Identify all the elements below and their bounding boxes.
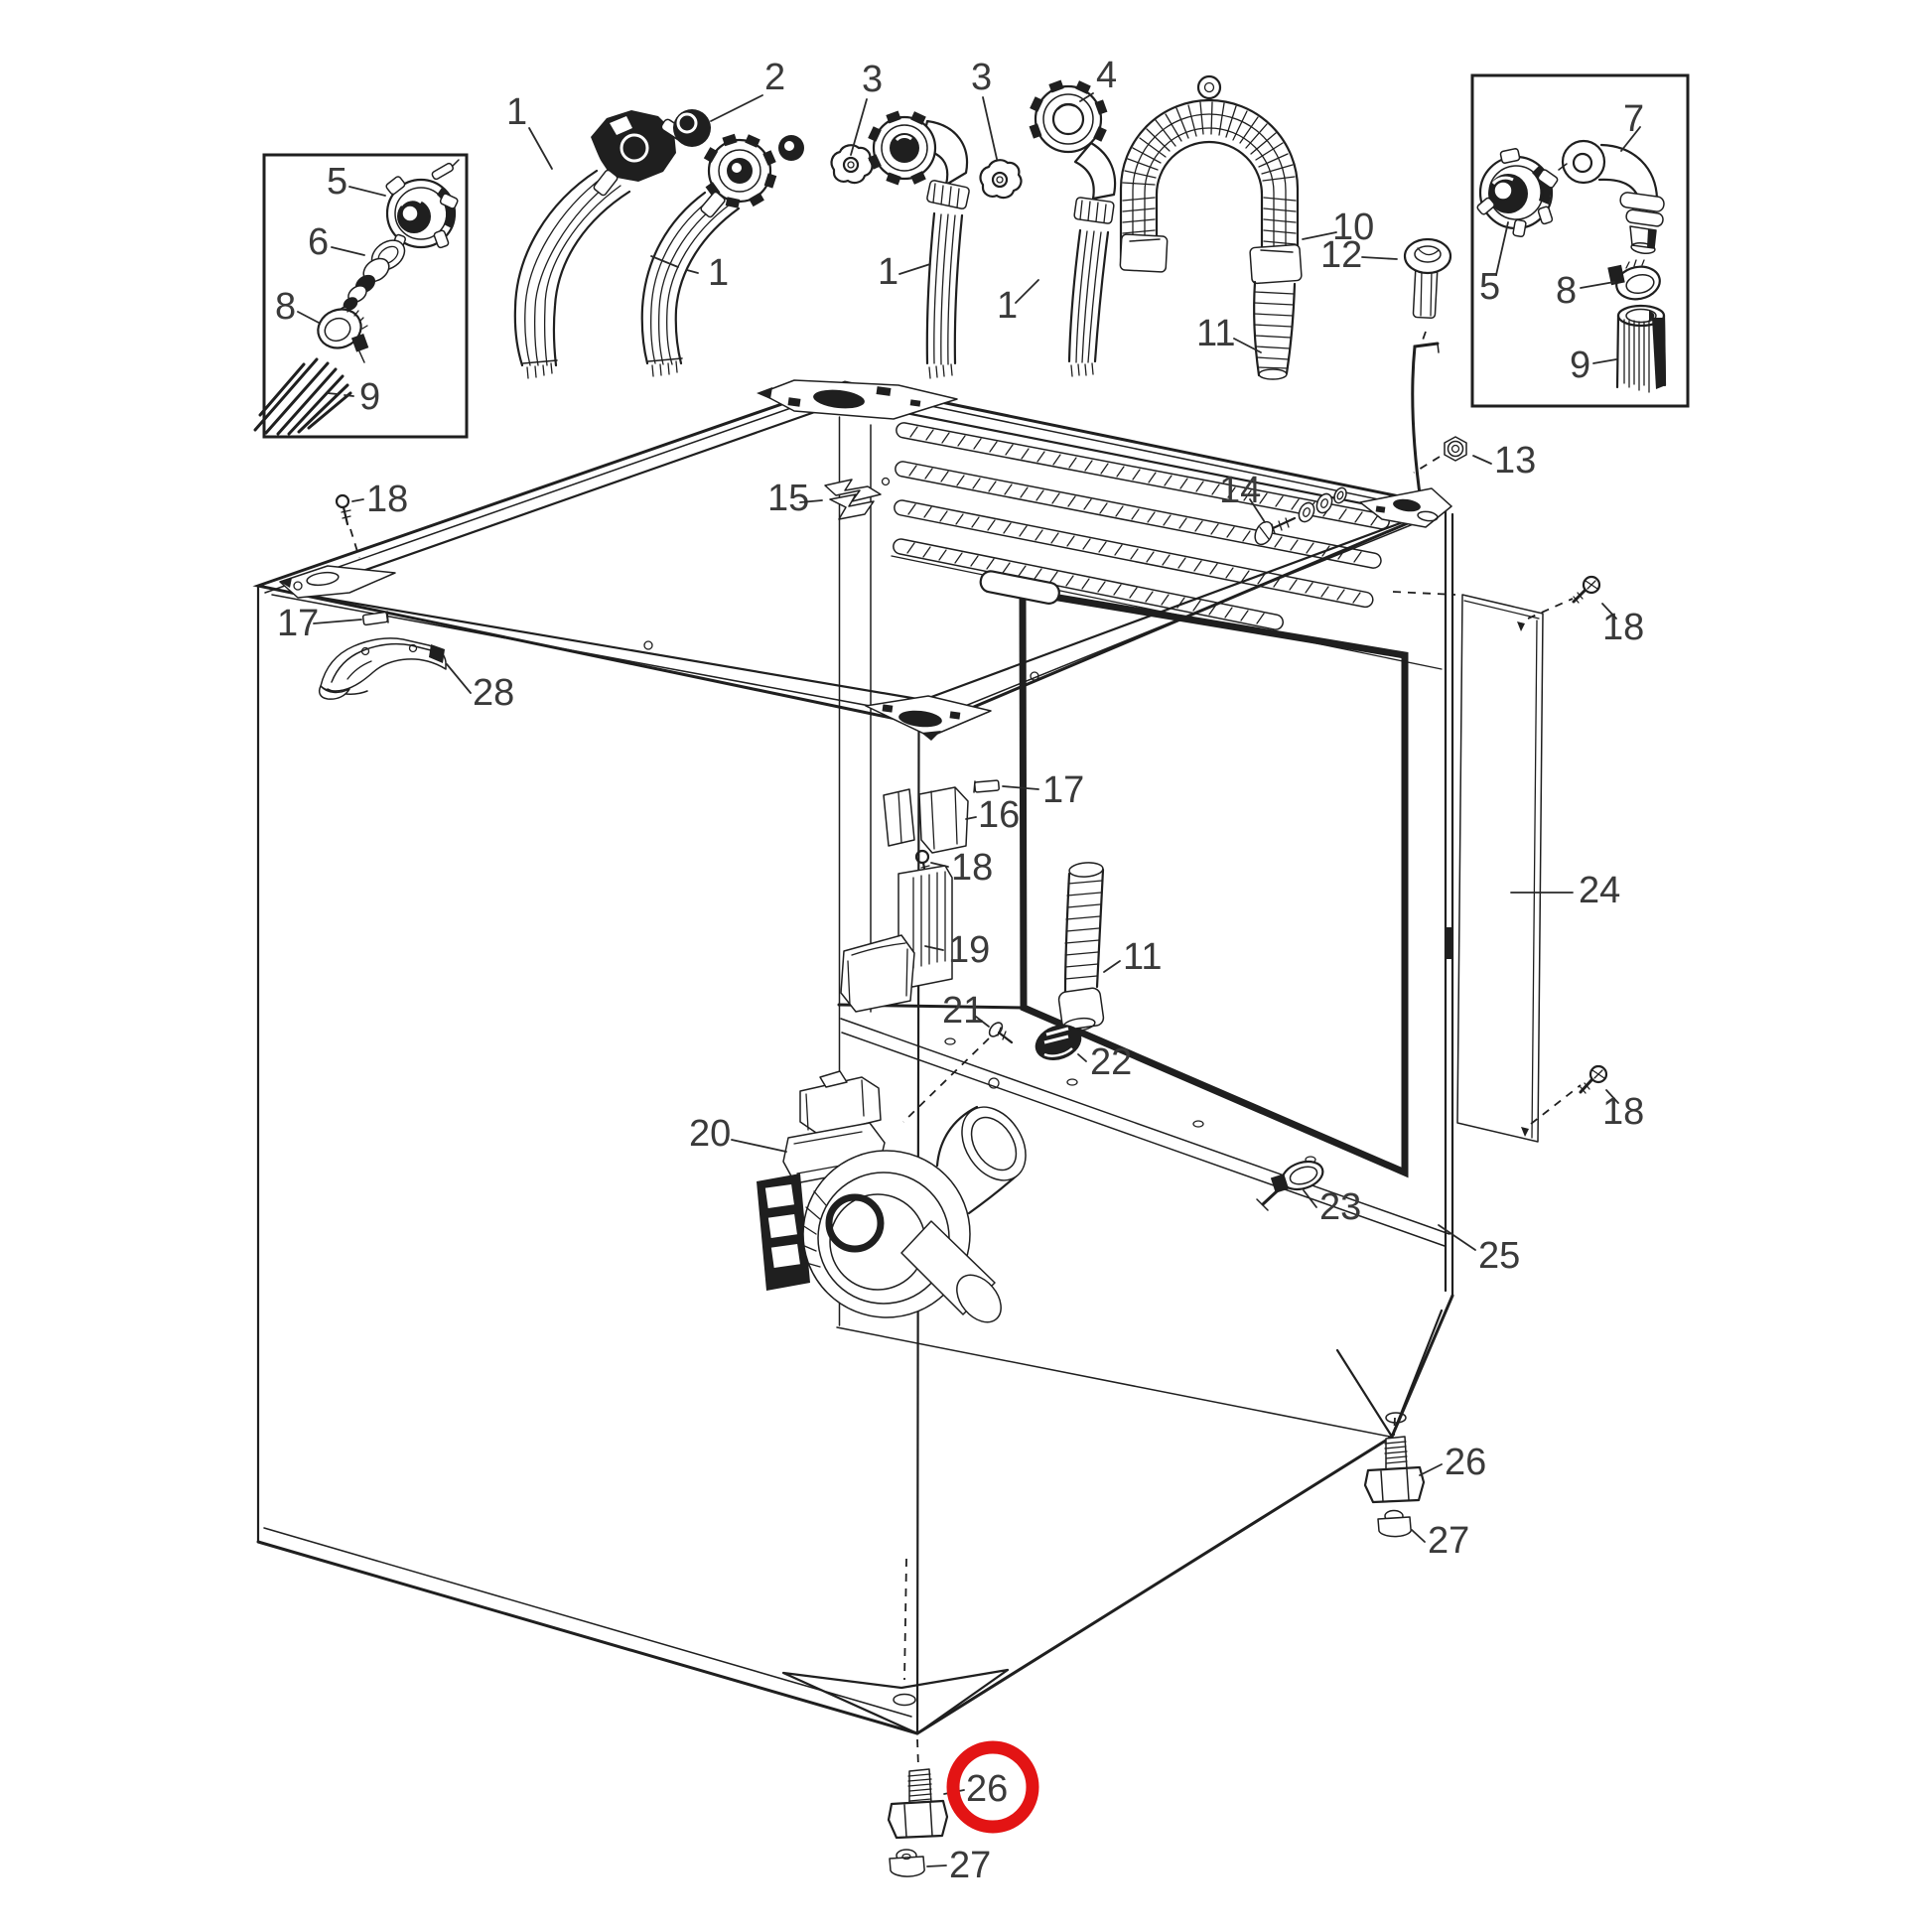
svg-text:3: 3: [862, 59, 883, 100]
svg-text:4: 4: [1096, 55, 1117, 96]
svg-text:18: 18: [1602, 1091, 1644, 1133]
svg-text:1: 1: [997, 285, 1018, 327]
svg-text:10: 10: [1332, 207, 1374, 248]
svg-text:3: 3: [971, 57, 992, 98]
svg-text:27: 27: [1428, 1520, 1469, 1562]
svg-text:17: 17: [1042, 769, 1084, 811]
svg-text:1: 1: [878, 251, 898, 293]
svg-text:25: 25: [1478, 1235, 1520, 1277]
svg-text:8: 8: [1556, 270, 1577, 312]
svg-text:17: 17: [277, 603, 319, 644]
svg-text:9: 9: [1570, 345, 1590, 386]
svg-text:16: 16: [978, 794, 1020, 836]
svg-text:26: 26: [1445, 1442, 1486, 1483]
svg-text:18: 18: [366, 479, 408, 520]
svg-text:27: 27: [949, 1845, 991, 1886]
svg-text:8: 8: [275, 286, 296, 328]
svg-text:5: 5: [1479, 266, 1500, 308]
svg-text:11: 11: [1196, 313, 1235, 354]
svg-text:24: 24: [1579, 870, 1620, 911]
svg-text:26: 26: [966, 1768, 1008, 1810]
svg-text:12: 12: [1320, 234, 1362, 276]
svg-text:23: 23: [1319, 1186, 1361, 1228]
svg-text:20: 20: [689, 1113, 731, 1155]
svg-text:6: 6: [308, 221, 329, 263]
svg-text:1: 1: [708, 252, 729, 294]
svg-text:14: 14: [1219, 470, 1261, 511]
svg-text:21: 21: [942, 990, 984, 1032]
svg-text:18: 18: [951, 847, 993, 889]
svg-text:19: 19: [948, 929, 990, 971]
svg-text:22: 22: [1090, 1041, 1132, 1083]
svg-text:28: 28: [473, 672, 514, 714]
svg-text:9: 9: [359, 376, 380, 418]
svg-text:11: 11: [1123, 936, 1162, 978]
svg-text:2: 2: [764, 57, 785, 98]
svg-text:15: 15: [767, 478, 809, 519]
svg-text:13: 13: [1494, 440, 1536, 482]
svg-text:1: 1: [506, 91, 527, 133]
svg-text:5: 5: [327, 161, 347, 203]
svg-text:18: 18: [1602, 607, 1644, 648]
